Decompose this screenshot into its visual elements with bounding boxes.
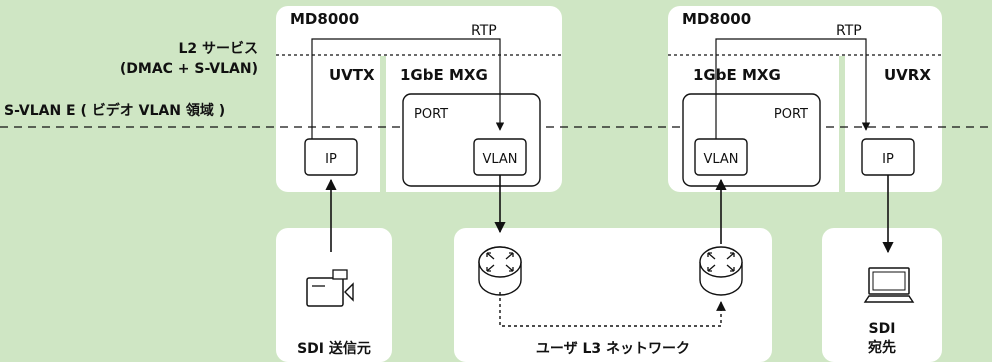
laptop-icon: [863, 267, 915, 303]
destination-label-line2: 宛先: [867, 339, 896, 356]
l3-network-link: [499, 292, 726, 327]
l2-service-label: L2 サービス: [178, 41, 258, 57]
destination-label-line1: SDI: [869, 321, 896, 337]
tx-rtp-path: [311, 38, 505, 139]
destination-panel: [822, 228, 942, 362]
network-panel: [454, 228, 772, 362]
rx-mxg-label: 1GbE MXG: [693, 66, 781, 84]
tx-vlan-label: VLAN: [482, 152, 517, 167]
video-camera-icon: [306, 269, 354, 307]
tx-port-label: PORT: [414, 107, 448, 122]
rx-vlan-box: [694, 138, 748, 176]
svlan-label: S-VLAN E ( ビデオ VLAN 領域 ): [4, 102, 225, 119]
rx-rtp-label: RTP: [836, 23, 862, 39]
tx-ip-label: IP: [325, 152, 337, 167]
tx-mxg-label: 1GbE MXG: [400, 66, 488, 84]
network-label: ユーザ L3 ネットワーク: [536, 341, 690, 357]
router-icon: [478, 246, 522, 296]
rx-port-label: PORT: [774, 107, 808, 122]
rx-uvrx-label: UVRX: [884, 66, 931, 84]
rx-vlan-label: VLAN: [703, 152, 738, 167]
rx-card-divider: [839, 56, 845, 192]
tx-uvtx-label: UVTX: [329, 66, 375, 84]
router-icon: [699, 246, 743, 296]
tx-ip-box: [304, 138, 358, 176]
rx-device-title: MD8000: [682, 10, 751, 28]
rx-rtp-path: [715, 38, 871, 139]
rx-ip-label: IP: [882, 152, 894, 167]
tx-device-title: MD8000: [290, 10, 359, 28]
tx-rtp-label: RTP: [471, 23, 497, 39]
tx-card-divider: [380, 56, 386, 192]
source-label: SDI 送信元: [297, 340, 371, 357]
l2-service-sublabel: (DMAC + S-VLAN): [120, 61, 258, 77]
